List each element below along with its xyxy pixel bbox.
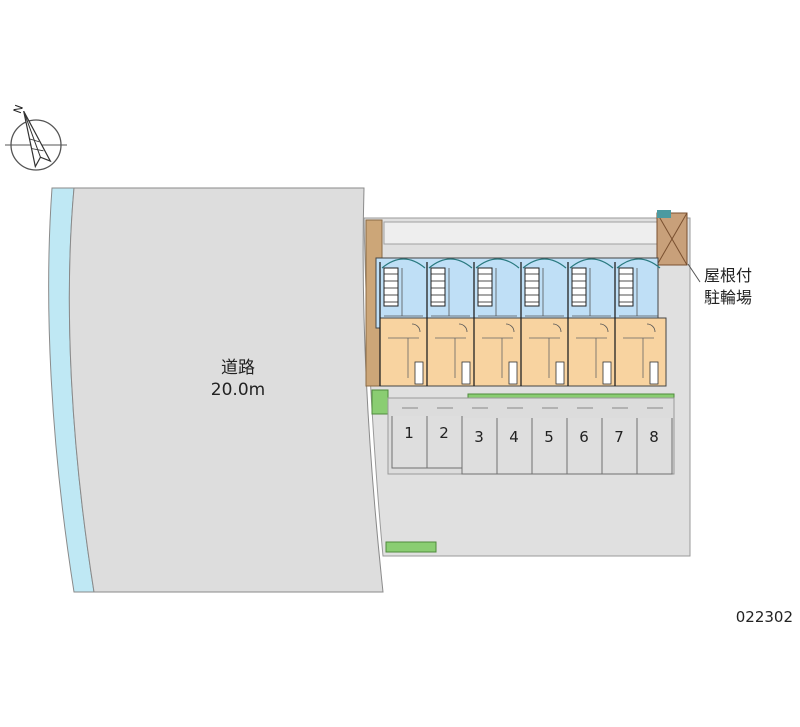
- entry-step: [508, 361, 518, 385]
- rear-walkway: [383, 221, 659, 245]
- door-swing: [599, 323, 609, 333]
- parking-space: 4: [496, 407, 533, 475]
- parking-space-number: 7: [614, 428, 624, 446]
- parking-space-lines: [496, 418, 533, 475]
- parking-space: 8: [636, 407, 673, 475]
- bike-shelter-label-line1: 屋根付: [704, 266, 752, 285]
- door-swing: [552, 323, 562, 333]
- door-swing: [646, 323, 656, 333]
- parking-space-number: 3: [474, 428, 484, 446]
- stair: [477, 267, 493, 307]
- apartment-unit: [614, 258, 661, 386]
- parking-space-number: 1: [404, 424, 414, 442]
- parking-space-number: 2: [439, 424, 449, 442]
- parking-space-lines: [531, 418, 568, 475]
- road-area: [68, 187, 384, 593]
- entry-step: [555, 361, 565, 385]
- apartment-unit: [379, 258, 426, 386]
- bike-shelter-label-line2: 駐輪場: [704, 288, 752, 307]
- entry-step: [602, 361, 612, 385]
- parking-space-number: 4: [509, 428, 519, 446]
- parking-space-number: 6: [579, 428, 589, 446]
- parking-spaces: 1 2 3 4 5 6 7 8: [391, 407, 673, 475]
- balcony: [475, 258, 520, 269]
- stair: [430, 267, 446, 307]
- parking-space: 1: [391, 407, 428, 469]
- compass: N: [5, 103, 67, 171]
- lower-floor-block: [379, 317, 667, 387]
- stair: [618, 267, 634, 307]
- property-code: 022302: [736, 608, 793, 626]
- apartment-unit: [567, 258, 614, 386]
- planting-strip-entrance: [385, 541, 437, 553]
- stair: [383, 267, 399, 307]
- apartment-unit: [520, 258, 567, 386]
- door-swing: [505, 323, 515, 333]
- apartment-building: [375, 257, 667, 387]
- apartment-unit: [473, 258, 520, 386]
- balcony: [616, 258, 661, 269]
- planting-corner: [371, 389, 389, 415]
- bike-shelter-leader: [687, 263, 701, 283]
- balcony: [569, 258, 614, 269]
- parking-space: 2: [426, 407, 463, 469]
- road-label: 道路: [221, 358, 255, 378]
- stair: [571, 267, 587, 307]
- entry-step: [649, 361, 659, 385]
- door-swing: [458, 323, 468, 333]
- parking-space-number: 5: [544, 428, 554, 446]
- road-width-label: 20.0m: [211, 380, 265, 400]
- compass-north-label: N: [11, 103, 26, 115]
- parking-space-lines: [566, 418, 603, 475]
- entry-step: [414, 361, 424, 385]
- entry-step: [461, 361, 471, 385]
- parking-space-number: 8: [649, 428, 659, 446]
- bike-shelter: [656, 210, 688, 266]
- parking-space-lines: [461, 418, 498, 475]
- apartment-unit: [426, 258, 473, 386]
- balcony: [381, 258, 426, 269]
- parking-space-lines: [636, 418, 673, 475]
- balcony: [428, 258, 473, 269]
- stair: [524, 267, 540, 307]
- door-swing: [411, 323, 421, 333]
- balcony: [522, 258, 567, 269]
- parking-space-lines: [601, 418, 638, 475]
